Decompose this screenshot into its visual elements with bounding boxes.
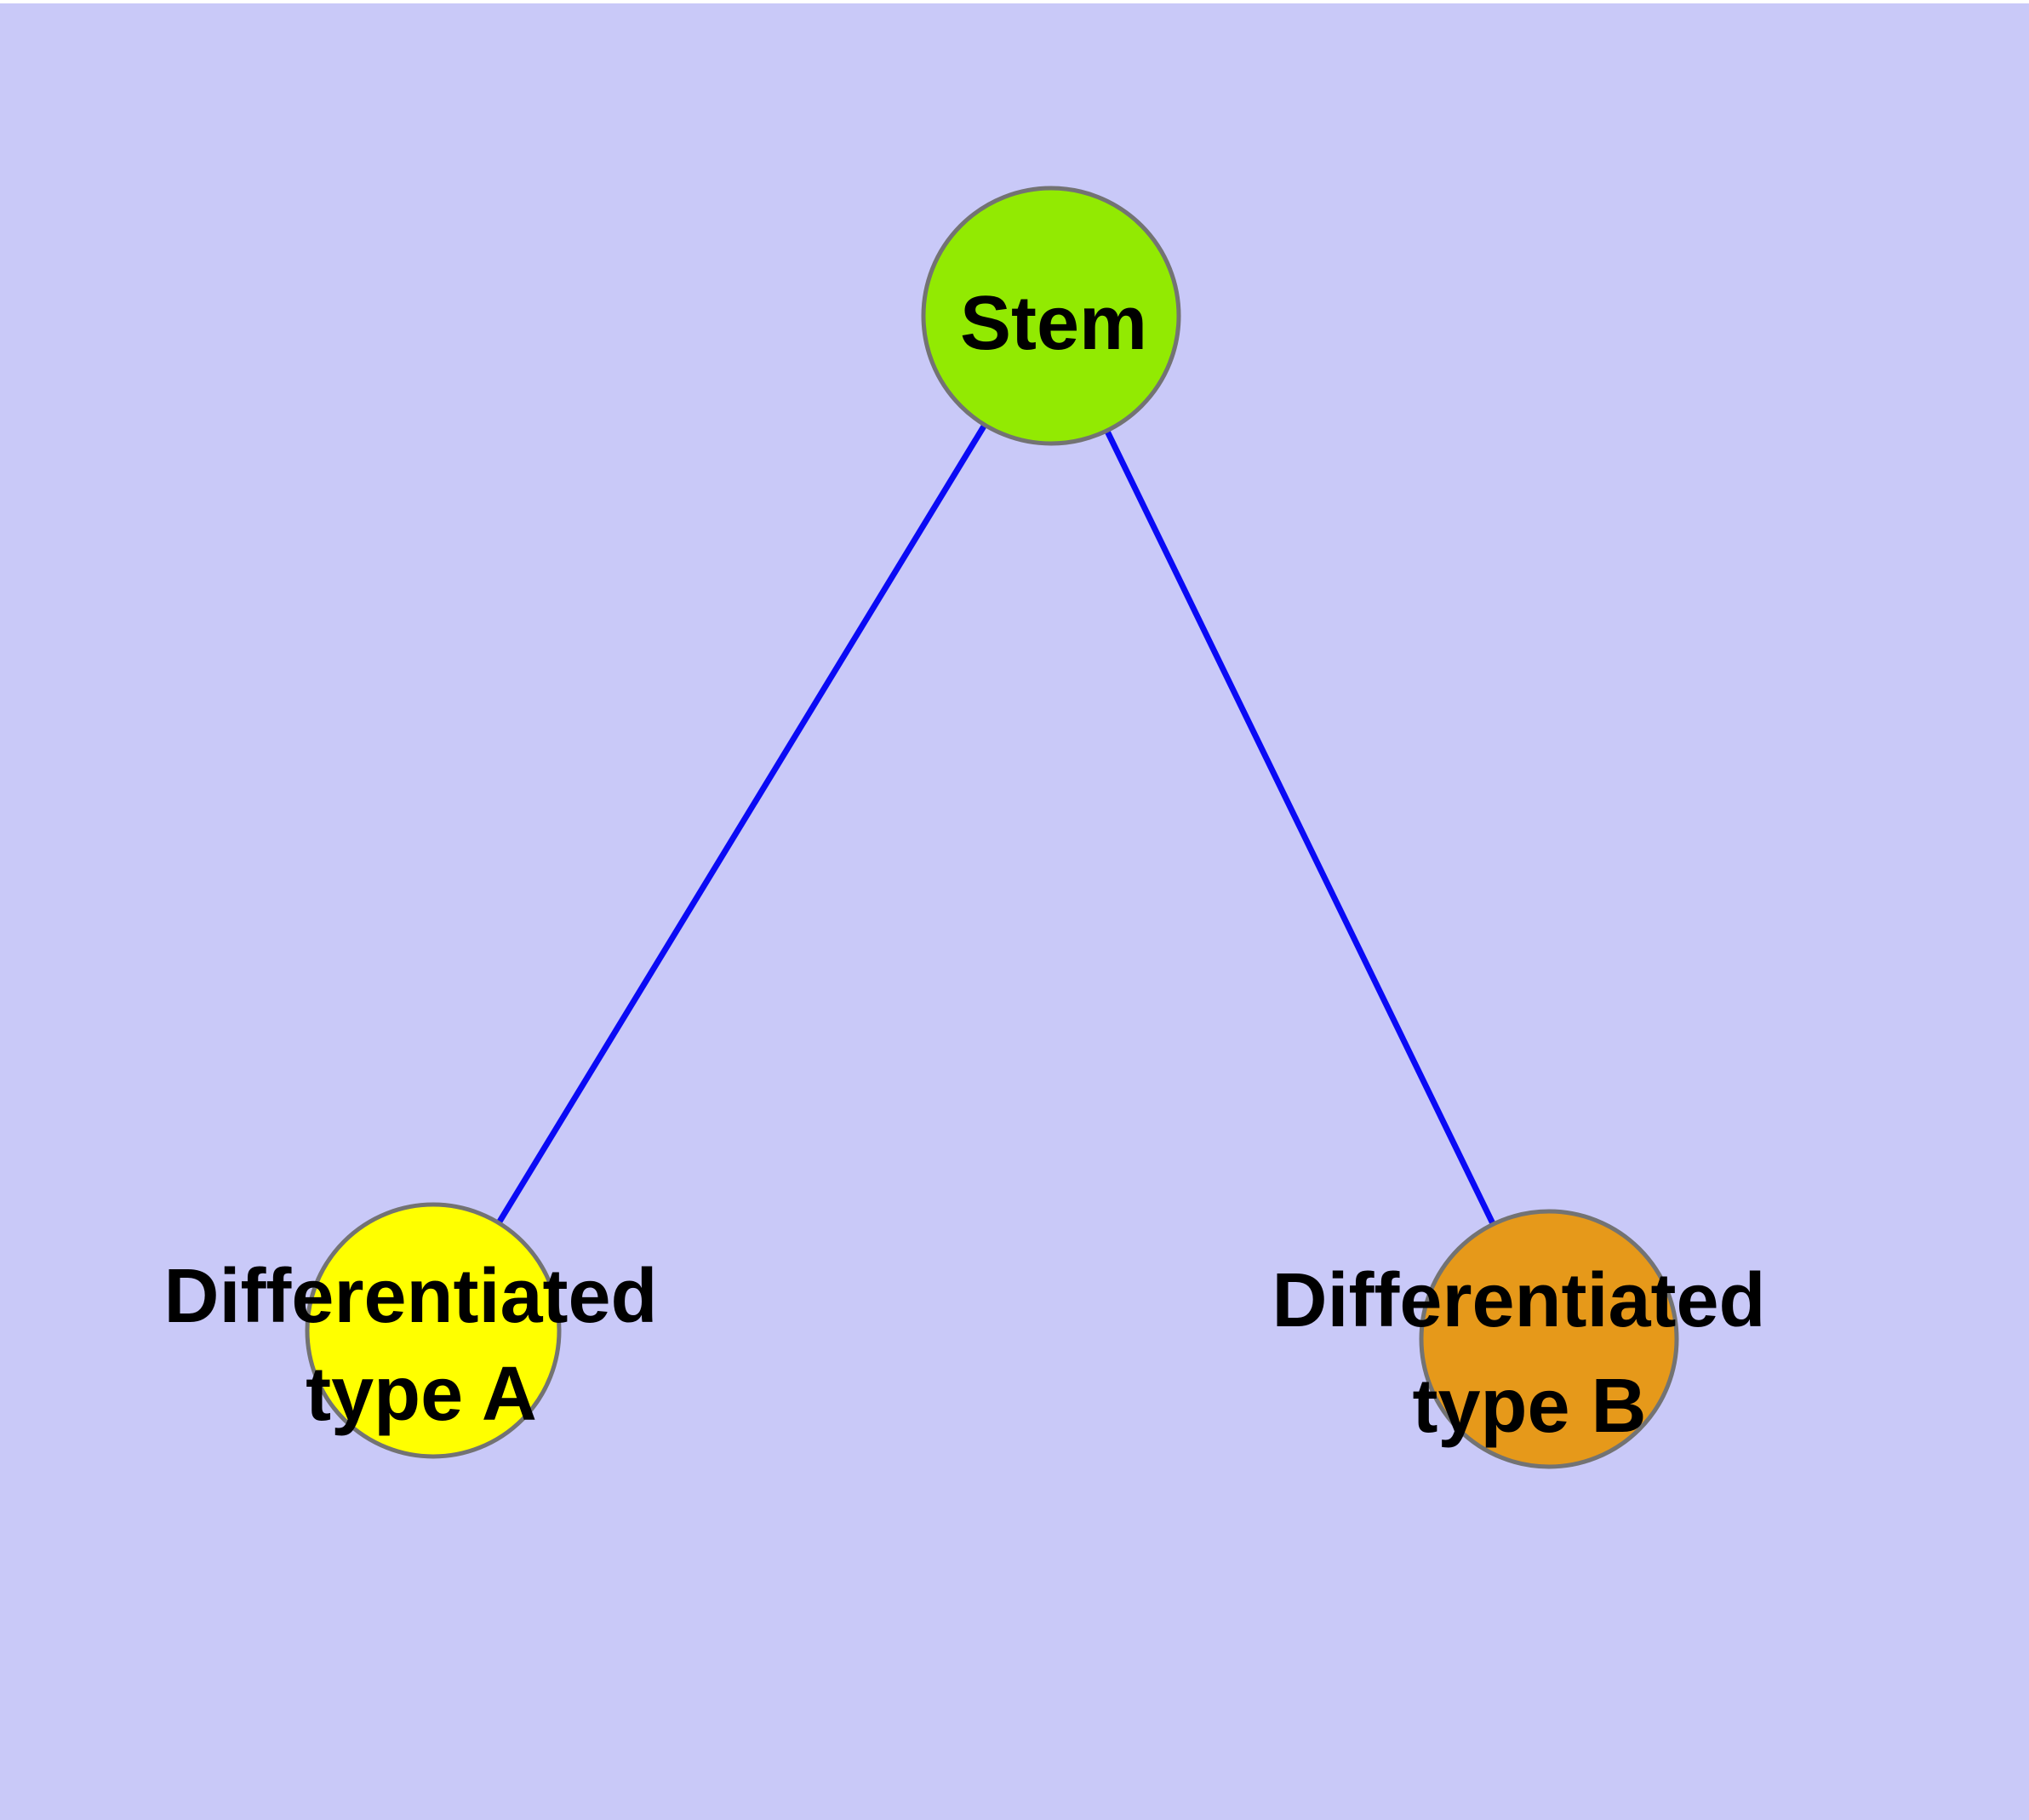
type-a-label-line-2: type A bbox=[306, 1352, 537, 1437]
type-a-label-line-1: Differentiated bbox=[163, 1254, 657, 1339]
differentiated-type-a-label: Differentiated type A bbox=[163, 1254, 678, 1437]
edges-group bbox=[431, 314, 1552, 1341]
labels-group: Stem Differentiated type A Differentiate… bbox=[163, 281, 1786, 1449]
edge-stem-to-type-a bbox=[431, 314, 1054, 1332]
stem-node-label: Stem bbox=[960, 281, 1147, 366]
stem-node bbox=[921, 186, 1181, 446]
edge-stem-to-type-b bbox=[1048, 314, 1552, 1341]
type-b-label-line-1: Differentiated bbox=[1272, 1258, 1765, 1343]
differentiated-type-a-node bbox=[305, 1202, 562, 1459]
type-b-label-line-2: type B bbox=[1412, 1364, 1646, 1449]
differentiated-type-b-label: Differentiated type B bbox=[1272, 1258, 1786, 1449]
differentiated-type-b-node bbox=[1419, 1209, 1679, 1469]
nodes-group bbox=[305, 186, 1679, 1469]
